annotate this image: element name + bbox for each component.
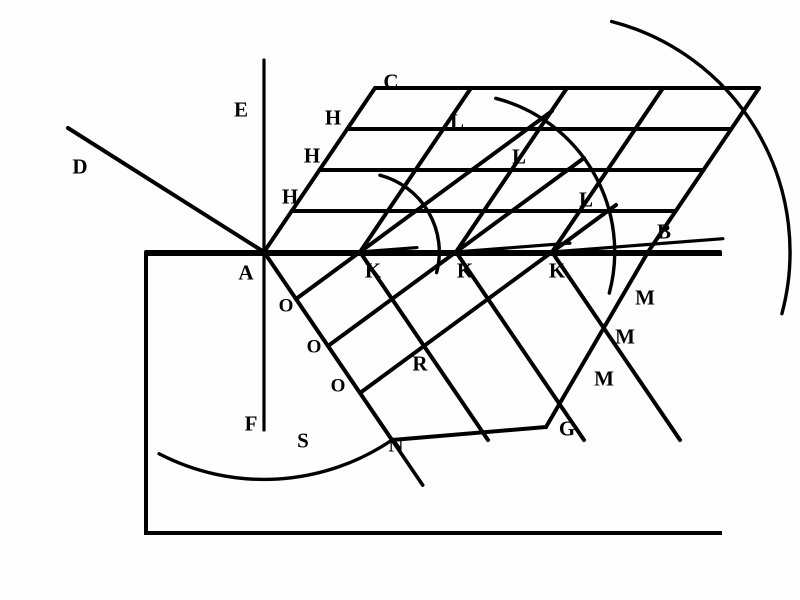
point-label-d: D xyxy=(72,154,88,179)
point-label-l2: L xyxy=(511,144,527,169)
point-label-f: F xyxy=(244,411,258,436)
point-label-m2: M xyxy=(615,324,635,349)
point-label-k1: K xyxy=(364,258,382,283)
point-label-g: G xyxy=(558,416,576,441)
point-label-m1: M xyxy=(635,285,655,310)
point-label-h1: H xyxy=(324,105,342,130)
point-label-b: B xyxy=(656,219,672,244)
point-label-k2: K xyxy=(456,258,474,283)
incident-ray-line xyxy=(66,126,266,254)
ray-line-through-A-and-N xyxy=(285,284,425,487)
refracted-ray-parallel xyxy=(358,203,618,395)
point-label-l3: L xyxy=(578,187,594,212)
point-label-o1: O xyxy=(278,295,294,317)
point-label-h3: H xyxy=(281,184,299,209)
point-label-m3: M xyxy=(594,366,614,391)
incident-wavefront-parallel xyxy=(550,86,665,254)
incident-wavefront-grid xyxy=(262,86,761,254)
wavelet-radius-tick xyxy=(454,241,572,254)
surface-and-normal-axes xyxy=(144,58,722,432)
point-label-l1: L xyxy=(449,109,465,134)
wavelet-radius-ticks xyxy=(358,237,725,254)
wavelet-radius-tick xyxy=(358,245,419,254)
point-label-a: A xyxy=(238,260,254,285)
wavelet-arc-at-K3 xyxy=(609,19,792,316)
apparatus-frame xyxy=(144,252,722,535)
huygens-wavelet-arcs xyxy=(157,19,792,482)
point-label-k3: K xyxy=(548,258,566,283)
point-label-o2: O xyxy=(306,336,322,358)
wavelet-radius-tick xyxy=(550,237,725,254)
point-label-n: N xyxy=(388,432,404,457)
refracted-wavefront-parallel xyxy=(550,250,682,442)
point-label-e: E xyxy=(233,97,249,122)
wavelet-arc-at-K2 xyxy=(494,96,617,295)
tangent-line-AN-extended xyxy=(285,284,425,487)
point-label-c: C xyxy=(383,69,399,94)
wavelet-arc-at-K1 xyxy=(378,173,441,275)
point-label-r: R xyxy=(412,351,428,376)
principal-wavelet-arc-S xyxy=(157,438,394,482)
point-label-o3: O xyxy=(330,375,346,397)
refracted-wavefront-parallel xyxy=(454,250,586,442)
point-label-s: S xyxy=(297,428,309,453)
point-label-h2: H xyxy=(303,143,321,168)
refracted-ray-NG xyxy=(390,425,548,442)
refracted-wavefront-GB xyxy=(544,250,650,429)
incident-ray-DA xyxy=(66,126,266,254)
